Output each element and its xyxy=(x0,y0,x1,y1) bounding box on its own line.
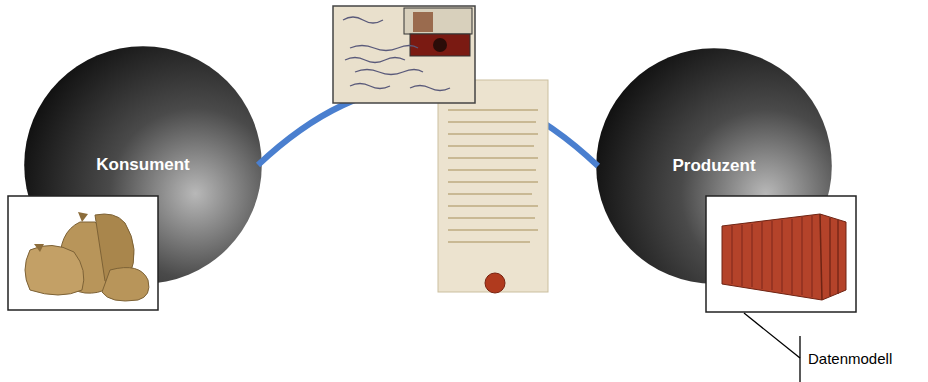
node-label: Produzent xyxy=(595,156,833,176)
leader-line xyxy=(744,313,800,382)
container-picture xyxy=(706,196,856,312)
annotation-label: Datenmodell xyxy=(808,350,892,367)
node-label: Konsument xyxy=(23,155,263,175)
sacks-picture xyxy=(8,196,158,310)
letter-photo xyxy=(333,6,475,103)
parchment-document xyxy=(438,80,548,293)
